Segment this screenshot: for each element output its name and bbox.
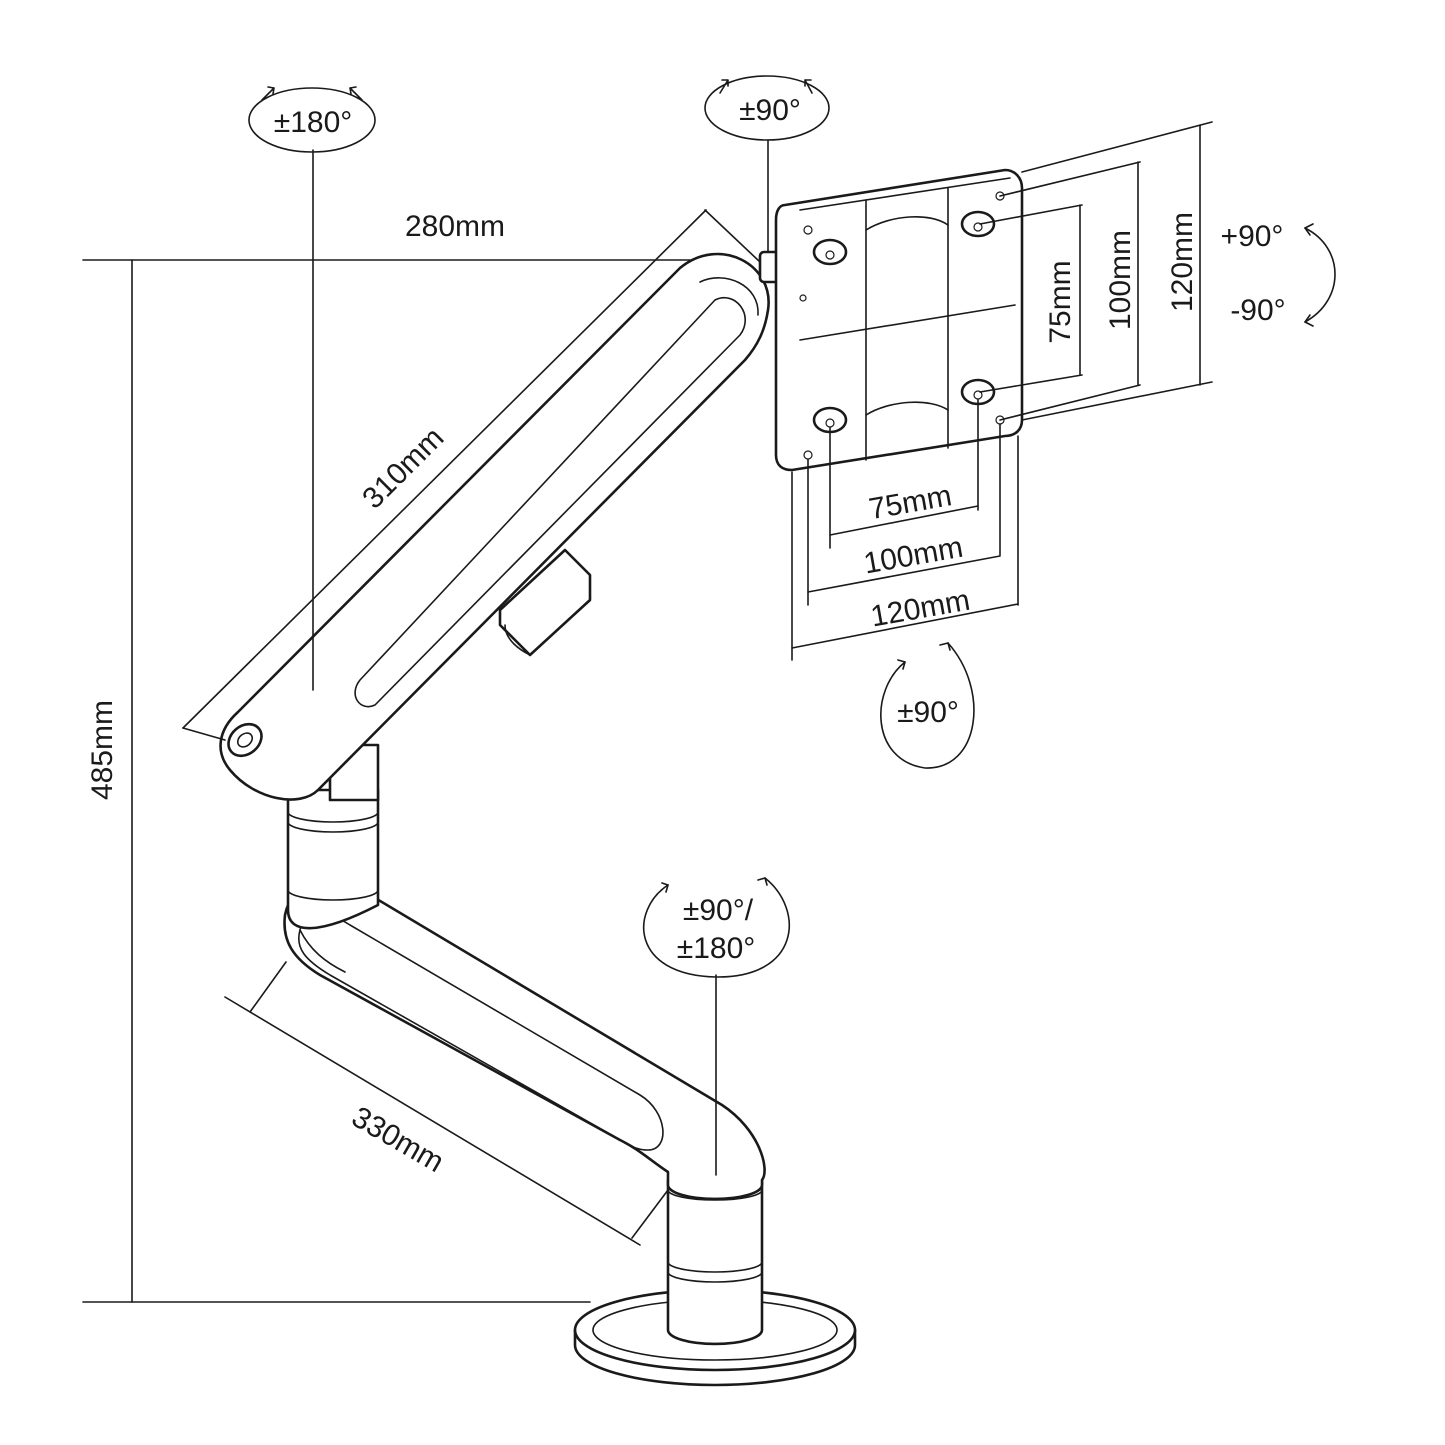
- lower-pole: [666, 1178, 764, 1346]
- tilt-callout: [1304, 223, 1336, 327]
- vesa-vertical-dims: [979, 121, 1213, 421]
- lower-arm: [283, 879, 766, 1201]
- tilt-minus-label: -90°: [1230, 294, 1285, 327]
- rot-180-label: ±180°: [274, 106, 353, 139]
- rot-plate-label: ±90°: [897, 696, 959, 729]
- rotation-90-top-callout: [704, 75, 830, 141]
- upper-arm-dimension: [182, 209, 761, 741]
- vesa-h75-label: 75mm: [866, 479, 954, 526]
- vesa-v75-label: 75mm: [1044, 260, 1077, 343]
- dim-310-label: 310mm: [356, 421, 450, 515]
- lower-arm-dimension: [224, 961, 669, 1246]
- vesa-h120-label: 120mm: [868, 584, 972, 634]
- rotation-180-callout: [248, 86, 376, 153]
- vesa-h100-label: 100mm: [861, 531, 965, 581]
- upper-arm: [219, 252, 770, 801]
- rotation-base-callout: [642, 877, 791, 978]
- vesa-v120-label: 120mm: [1166, 212, 1199, 312]
- rot-base-label-1: ±90°/: [683, 894, 754, 927]
- height-dimension: [82, 259, 691, 1303]
- dim-280-label: 280mm: [405, 210, 505, 243]
- rot-90-top-label: ±90°: [739, 94, 801, 127]
- vesa-v100-label: 100mm: [1104, 230, 1137, 330]
- vesa-plate: [774, 168, 1024, 472]
- rot-base-label-2: ±180°: [677, 932, 756, 965]
- dim-485-label: 485mm: [86, 700, 119, 800]
- rotation-plate-callout: [880, 642, 975, 769]
- dim-330-label: 330mm: [346, 1100, 449, 1179]
- tilt-plus-label: +90°: [1221, 220, 1284, 253]
- vesa-horizontal-dims: [791, 399, 1019, 661]
